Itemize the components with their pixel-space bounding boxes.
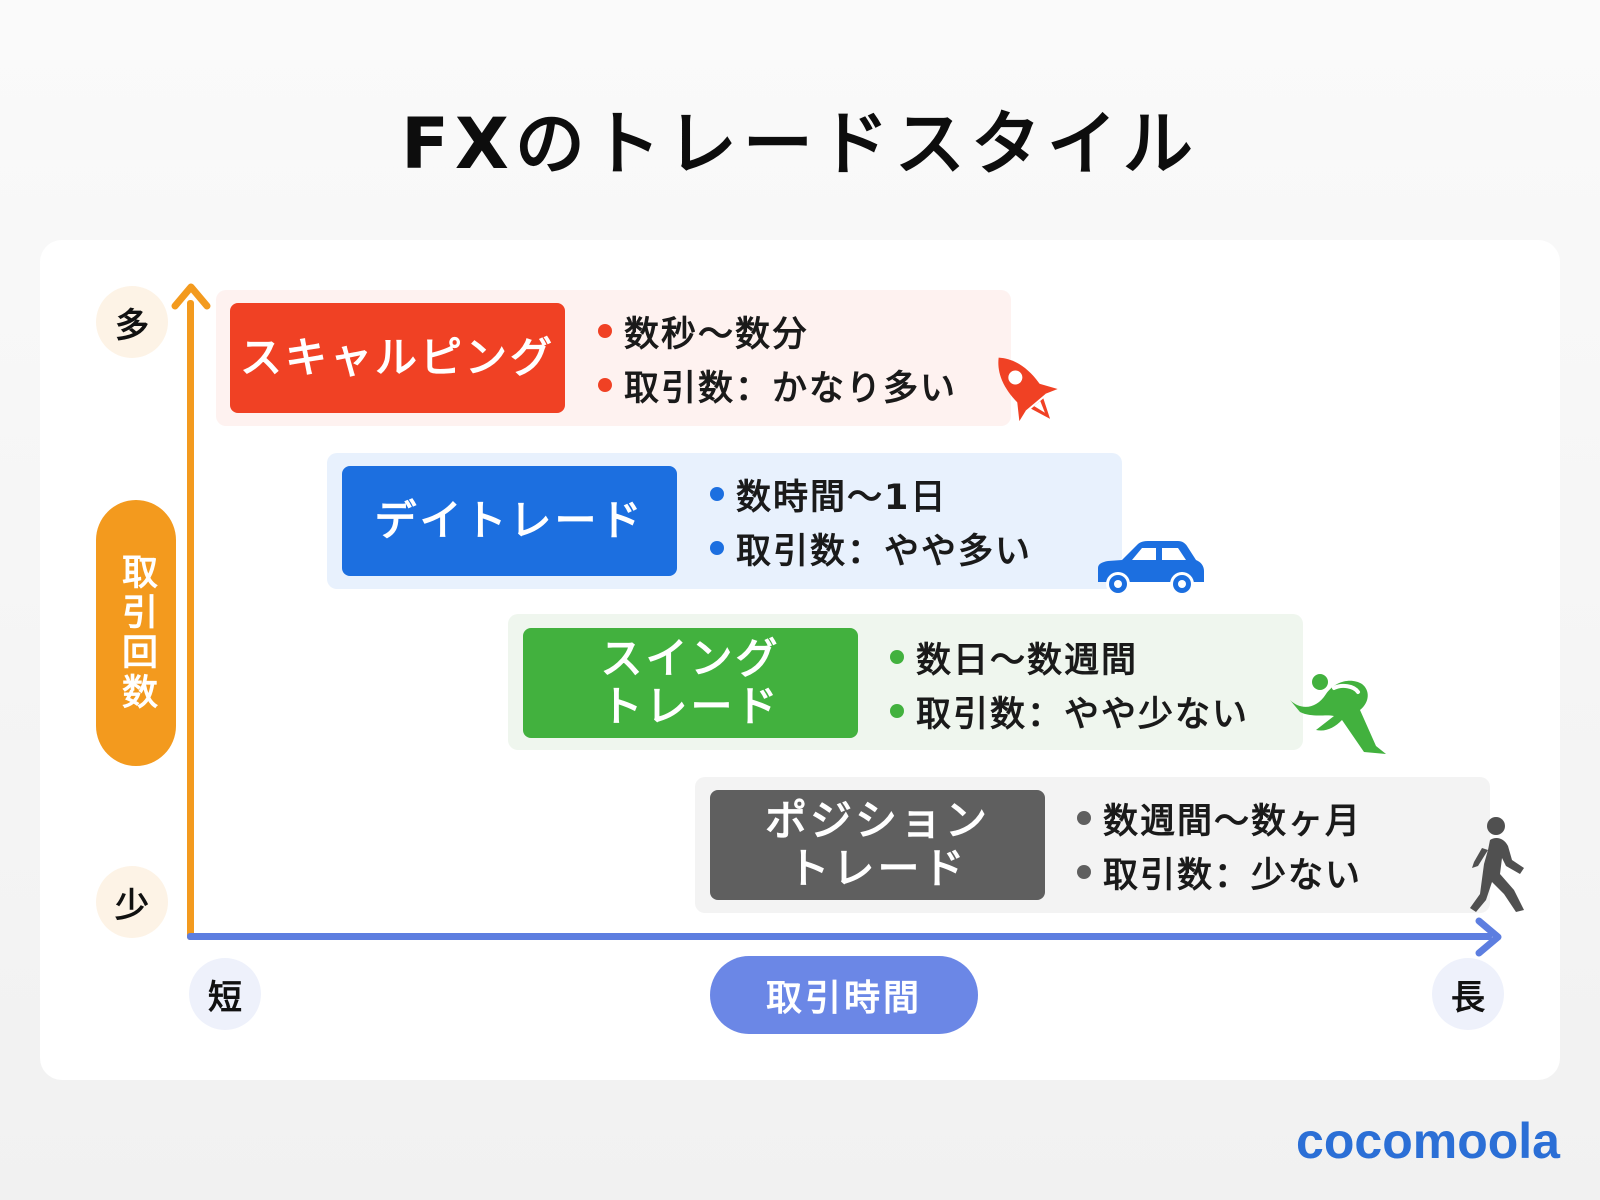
bullet-dot <box>1077 865 1091 879</box>
car-icon <box>1098 541 1204 596</box>
bullet-dot <box>1077 811 1091 825</box>
bullet-text: 取引数：かなり多い <box>624 368 958 409</box>
y-axis-arrowhead <box>171 283 211 310</box>
daytrade-tag: デイトレード <box>342 466 677 576</box>
bullet-text: 数日〜数週間 <box>916 640 1139 681</box>
list-item: 数週間〜数ヶ月 <box>1077 791 1362 845</box>
x-axis-long-label: 長 <box>1432 958 1504 1030</box>
scalping-bullets: 数秒〜数分 取引数：かなり多い <box>598 304 957 412</box>
daytrade-bullets: 数時間〜1日 取引数：やや多い <box>710 467 1032 575</box>
swing-tag: スイングトレード <box>523 628 858 738</box>
swing-bullets: 数日〜数週間 取引数：やや少ない <box>890 630 1249 738</box>
bullet-dot <box>598 378 612 392</box>
x-axis-line <box>187 933 1492 940</box>
y-axis-title-text: 取引回数 <box>116 553 157 713</box>
y-axis-low-label: 少 <box>96 866 168 938</box>
bullet-dot <box>890 650 904 664</box>
list-item: 数時間〜1日 <box>710 467 1032 521</box>
brand-logo: cocomoola <box>1296 1113 1560 1169</box>
bullet-text: 取引数：少ない <box>1103 855 1363 896</box>
list-item: 数日〜数週間 <box>890 630 1249 684</box>
page-title: FXのトレードスタイル <box>401 103 1199 185</box>
position-bullets: 数週間〜数ヶ月 取引数：少ない <box>1077 791 1362 899</box>
position-tag: ポジショントレード <box>710 790 1045 900</box>
list-item: 数秒〜数分 <box>598 304 957 358</box>
bullet-dot <box>710 541 724 555</box>
x-axis-short-label: 短 <box>189 958 261 1030</box>
bullet-text: 数秒〜数分 <box>624 314 810 355</box>
bullet-dot <box>710 487 724 501</box>
rocket-icon <box>998 357 1058 422</box>
bullet-text: 数週間〜数ヶ月 <box>1103 801 1363 842</box>
list-item: 取引数：かなり多い <box>598 358 957 412</box>
y-axis-high-label: 多 <box>96 286 168 358</box>
list-item: 取引数：やや少ない <box>890 684 1249 738</box>
bullet-dot <box>890 704 904 718</box>
x-axis-title: 取引時間 <box>710 956 978 1034</box>
x-axis-arrowhead <box>1475 917 1502 957</box>
walker-icon <box>1470 817 1524 912</box>
y-axis-line <box>187 300 194 940</box>
list-item: 取引数：少ない <box>1077 845 1362 899</box>
y-axis-title: 取引回数 <box>96 500 176 766</box>
scalping-tag: スキャルピング <box>230 303 565 413</box>
bullet-text: 数時間〜1日 <box>736 477 948 518</box>
bullet-dot <box>598 324 612 338</box>
bullet-text: 取引数：やや少ない <box>916 694 1250 735</box>
runner-icon <box>1290 674 1386 754</box>
list-item: 取引数：やや多い <box>710 521 1032 575</box>
bullet-text: 取引数：やや多い <box>736 531 1033 572</box>
